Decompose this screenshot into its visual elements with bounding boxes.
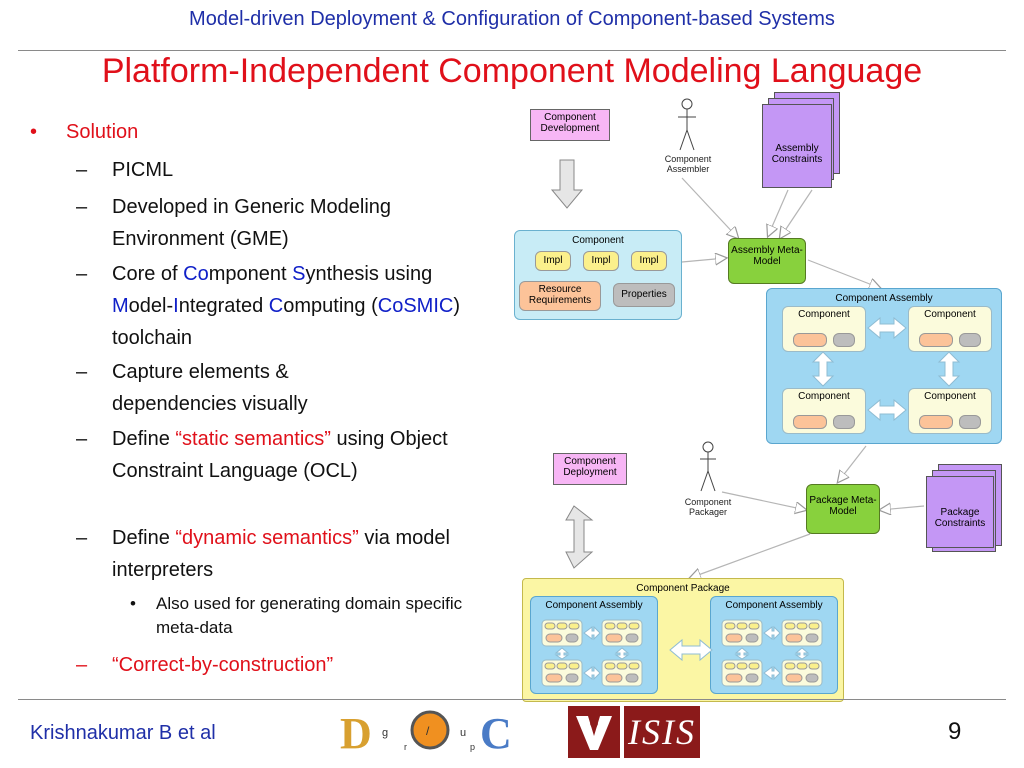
down-arrow-icon	[550, 159, 584, 209]
svg-text:C: C	[480, 709, 510, 756]
svg-text:D: D	[340, 709, 372, 756]
footer-author: Krishnakumar B et al	[30, 722, 216, 744]
resource-requirements-pill: Resource Requirements	[519, 281, 601, 311]
component-label: Component	[572, 235, 624, 246]
page-number: 9	[948, 718, 962, 745]
component-assembly-label: Component Assembly	[835, 293, 933, 304]
assembly-component-card: Component	[908, 388, 992, 434]
package-constraints-doc: Package Constraints	[926, 476, 994, 548]
assembly-component-card: Component	[782, 306, 866, 352]
vanderbilt-logo	[568, 706, 620, 758]
component-package-label: Component Package	[636, 583, 730, 594]
doc-group-logo: D g / u C p r	[340, 709, 510, 756]
doc-logo-letter: r	[404, 742, 407, 752]
component-deployment-box: Component Deployment	[553, 453, 627, 485]
header-title: Model-driven Deployment & Configuration …	[189, 8, 835, 30]
properties-pill: Properties	[613, 283, 675, 307]
component-box: Component Impl Impl Impl Resource Requir…	[514, 230, 682, 320]
slide-title: Platform-Independent Component Modeling …	[101, 52, 923, 90]
doc-logo-letter: g	[382, 727, 388, 739]
assembler-actor-icon	[678, 98, 696, 151]
assembly-constraints-doc: Assembly Constraints	[762, 104, 832, 188]
updown-arrow-icon	[565, 505, 594, 569]
header-divider	[18, 50, 1006, 51]
impl-pill: Impl	[583, 251, 619, 271]
assembly-meta-model-box: Assembly Meta-Model	[728, 238, 806, 284]
package-mini-components	[541, 619, 823, 687]
component-assembler-label: Component Assembler	[664, 154, 712, 174]
isis-logo: ISIS	[624, 706, 700, 758]
assembly-component-card: Component	[908, 306, 992, 352]
assembly-component-card: Component	[782, 388, 866, 434]
package-meta-model-box: Package Meta-Model	[806, 484, 880, 534]
impl-pill: Impl	[535, 251, 571, 271]
assembly-connectors	[811, 316, 961, 422]
svg-text:/: /	[426, 724, 430, 738]
footer-divider	[18, 699, 1006, 700]
component-development-box: Component Development	[530, 109, 610, 141]
component-packager-label: Component Packager	[684, 497, 732, 517]
impl-pill: Impl	[631, 251, 667, 271]
doc-logo-letter: p	[470, 742, 475, 752]
packager-actor-icon	[700, 441, 716, 492]
doc-logo-letter: u	[460, 727, 466, 739]
